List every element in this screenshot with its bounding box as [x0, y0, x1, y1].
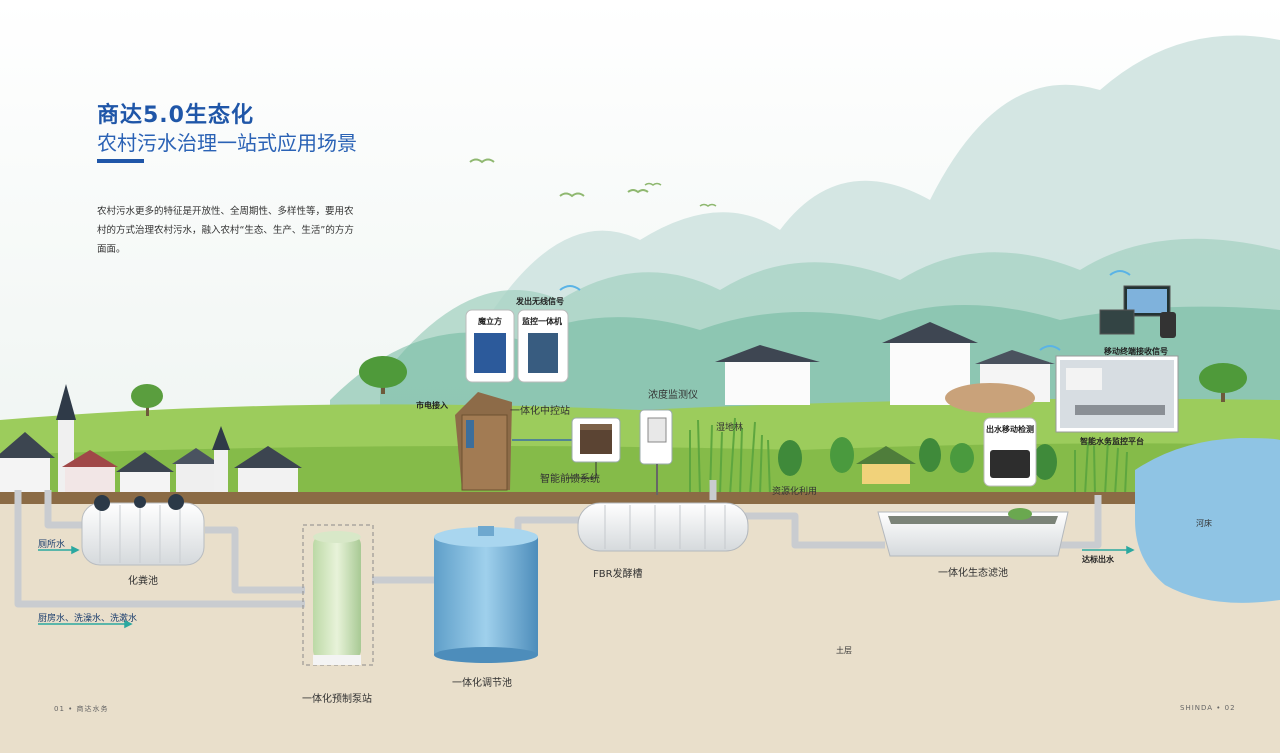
concentration-meter-shape [639, 409, 673, 495]
eco-filter-shape [877, 508, 1069, 557]
label-regulating-tank: 一体化调节池 [452, 678, 512, 689]
label-fbr-tank: FBR发酵槽 [593, 569, 643, 580]
label-power-in: 市电接入 [416, 401, 448, 410]
feedforward-device-shape [566, 417, 621, 479]
label-cube-unit: 魔立方 [478, 317, 502, 326]
page-title: 商达5.0生态化 [97, 103, 254, 128]
river [1135, 438, 1280, 603]
description-text: 农村污水更多的特征是开放性、全周期性、多样性等，要用农村的方式治理农村污水，融入… [97, 206, 354, 255]
regulating-tank-shape [434, 526, 538, 663]
control-cabinet-shape [455, 392, 575, 491]
label-eco-filter: 一体化生态滤池 [938, 568, 1008, 579]
trees [131, 356, 1247, 480]
label-pump-station: 一体化预制泵站 [302, 694, 372, 705]
label-resource-use: 资源化利用 [772, 487, 818, 497]
label-water-quality: 出水移动检测 [986, 425, 1034, 434]
label-wireless-signal: 发出无线信号 [516, 297, 564, 306]
label-soil: 土层 [836, 646, 852, 655]
fbr-tank-shape [577, 502, 749, 552]
label-monitor-platform: 智能水务监控平台 [1080, 437, 1144, 446]
title-underline [97, 159, 144, 163]
pipes [14, 480, 1102, 608]
label-feedforward-system: 智能前馈系统 [540, 474, 600, 485]
inflow-arrows [38, 545, 1135, 629]
label-river: 河床 [1196, 519, 1212, 528]
label-toilet-water: 厕所水 [38, 540, 66, 550]
label-control-station: 一体化中控站 [510, 406, 570, 417]
label-kitchen-water: 厨房水、洗澡水、洗漱水 [38, 614, 138, 624]
label-septic-tank: 化粪池 [128, 576, 158, 587]
pump-station-shape [302, 524, 374, 666]
control-callouts [465, 285, 581, 383]
topsoil [0, 492, 1280, 504]
label-concentration-meter: 浓度监测仪 [648, 390, 698, 401]
page-subtitle: 农村污水治理一站式应用场景 [97, 131, 357, 155]
wetland-reeds [689, 417, 1128, 496]
footer-left: 01 • 商达水务 [54, 705, 109, 713]
water-quality-callout [983, 417, 1037, 487]
footer-right: SHINDA • 02 [1180, 704, 1236, 712]
monitor-platform-shape [1055, 355, 1179, 433]
village-houses [0, 384, 302, 493]
label-mobile-terminal: 移动终端接收信号 [1104, 347, 1168, 356]
label-monitor-unit: 监控一体机 [522, 317, 562, 326]
bg-houses [715, 322, 1055, 413]
mobile-devices-shape [1039, 270, 1176, 351]
label-outlet: 达标出水 [1082, 555, 1114, 564]
septic-tank-shape [81, 494, 205, 566]
label-wetland: 湿地林 [716, 423, 744, 433]
